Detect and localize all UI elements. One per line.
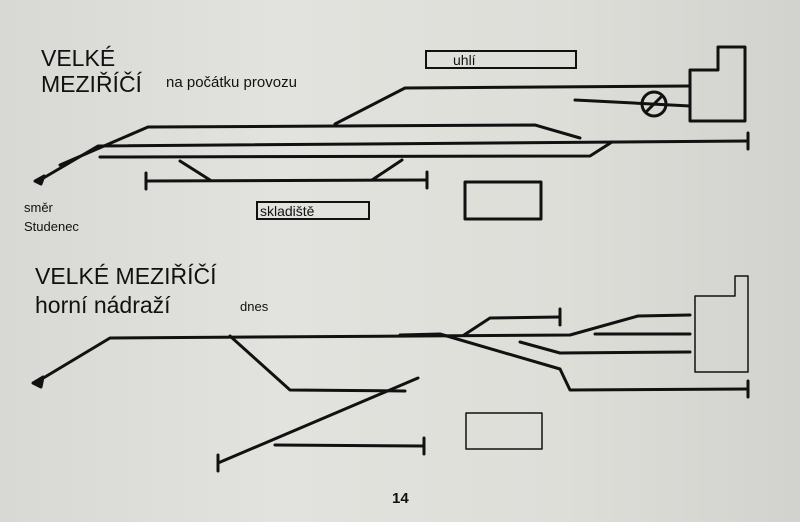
track-layout-today <box>38 307 750 473</box>
track-lower-divergence <box>228 334 407 393</box>
engine-shed-original <box>688 45 747 123</box>
engine-shed-outline <box>688 45 747 123</box>
track-goods-siding-right-link <box>370 158 404 182</box>
track-engine-shed-branch <box>573 98 692 108</box>
track-through-today <box>398 332 750 392</box>
track-goods-siding <box>144 178 429 183</box>
top-subtitle: na počátku provozu <box>166 74 297 91</box>
engine-shed-today-outline <box>694 275 749 373</box>
page-number: 14 <box>392 490 409 507</box>
engine-shed-today <box>694 275 749 373</box>
top-title-line1: VELKÉ <box>41 45 116 71</box>
bottom-subtitle: dnes <box>240 299 269 314</box>
track-upper-siding <box>462 315 562 337</box>
track-shed-road-2 <box>518 340 692 355</box>
coal-label-box: uhlí <box>425 50 577 69</box>
building-top <box>463 180 543 221</box>
track-long-siding <box>216 376 420 465</box>
bottom-title-line1: VELKÉ MEZIŘÍČÍ <box>35 263 217 289</box>
turntable-icon <box>640 90 668 118</box>
turntable-bar <box>644 94 664 114</box>
track-main <box>38 139 750 182</box>
direction-line2: Studenec <box>24 219 79 234</box>
track-goods-siding-left-link <box>178 159 212 182</box>
coal-label: uhlí <box>453 52 476 68</box>
track-main-today <box>38 313 692 382</box>
bottom-title-line2: horní nádraží <box>35 292 171 318</box>
track-long-siding-lower <box>273 443 426 448</box>
warehouse-label-box: skladiště <box>256 201 370 220</box>
track-layout-original <box>38 84 750 191</box>
warehouse-label: skladiště <box>260 203 315 219</box>
building-bottom <box>465 412 543 450</box>
arrow-left-bottom-icon <box>31 375 45 389</box>
track-coal-siding <box>333 84 692 126</box>
direction-line1: směr <box>24 200 53 215</box>
arrow-left-top-icon <box>33 174 46 186</box>
top-title-line2: MEZIŘÍČÍ <box>41 71 142 97</box>
track-upper <box>58 123 582 167</box>
track-lower-loop <box>98 140 614 159</box>
